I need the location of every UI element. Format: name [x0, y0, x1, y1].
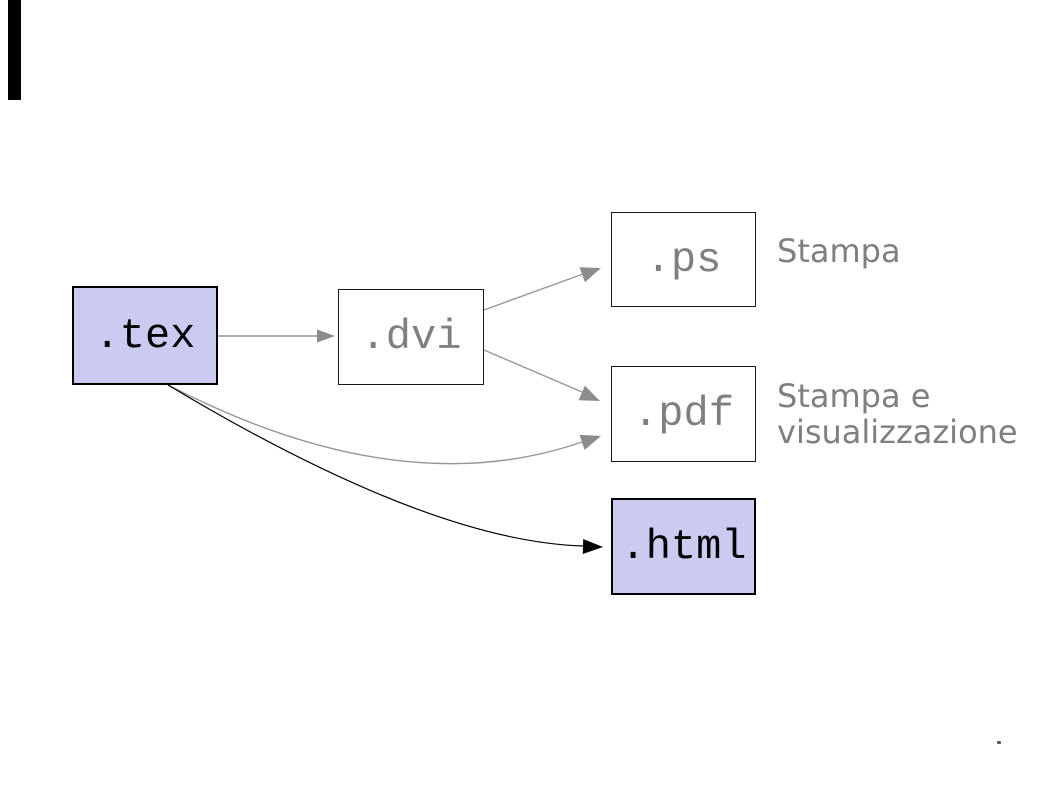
node-ps-label: .ps	[645, 235, 722, 284]
annotation-pdf-line2: visualizzazione	[777, 413, 1018, 451]
annotation-stampa-text: Stampa	[777, 232, 901, 270]
arrow-dvi-to-pdf-head	[578, 385, 600, 401]
node-dvi-label: .dvi	[360, 313, 462, 361]
node-tex-label: .tex	[94, 311, 196, 360]
arrow-tex-to-dvi-head	[317, 329, 335, 343]
node-pdf-label: .pdf	[633, 390, 734, 438]
node-html-label: .html	[620, 522, 747, 571]
annotation-stampa-visualizzazione: Stampa e visualizzazione	[777, 378, 1018, 450]
annotation-pdf-line1: Stampa e	[777, 377, 931, 415]
arrow-dvi-to-ps-head	[579, 267, 601, 283]
arrow-tex-to-html-curve	[167, 384, 585, 547]
node-ps: .ps	[611, 212, 756, 307]
arrow-tex-to-pdf-head	[579, 434, 601, 450]
corner-dot	[997, 741, 1001, 744]
arrow-tex-to-html-head	[582, 539, 603, 554]
node-tex: .tex	[72, 286, 218, 385]
left-edge-black-bar	[8, 0, 21, 100]
arrow-dvi-to-pdf-line	[483, 349, 583, 393]
node-pdf: .pdf	[611, 366, 756, 462]
node-dvi: .dvi	[338, 289, 484, 385]
node-html: .html	[611, 498, 756, 595]
arrow-tex-to-pdf-curve	[167, 384, 583, 465]
annotation-stampa: Stampa	[777, 233, 901, 269]
arrow-dvi-to-ps-line	[483, 273, 584, 311]
